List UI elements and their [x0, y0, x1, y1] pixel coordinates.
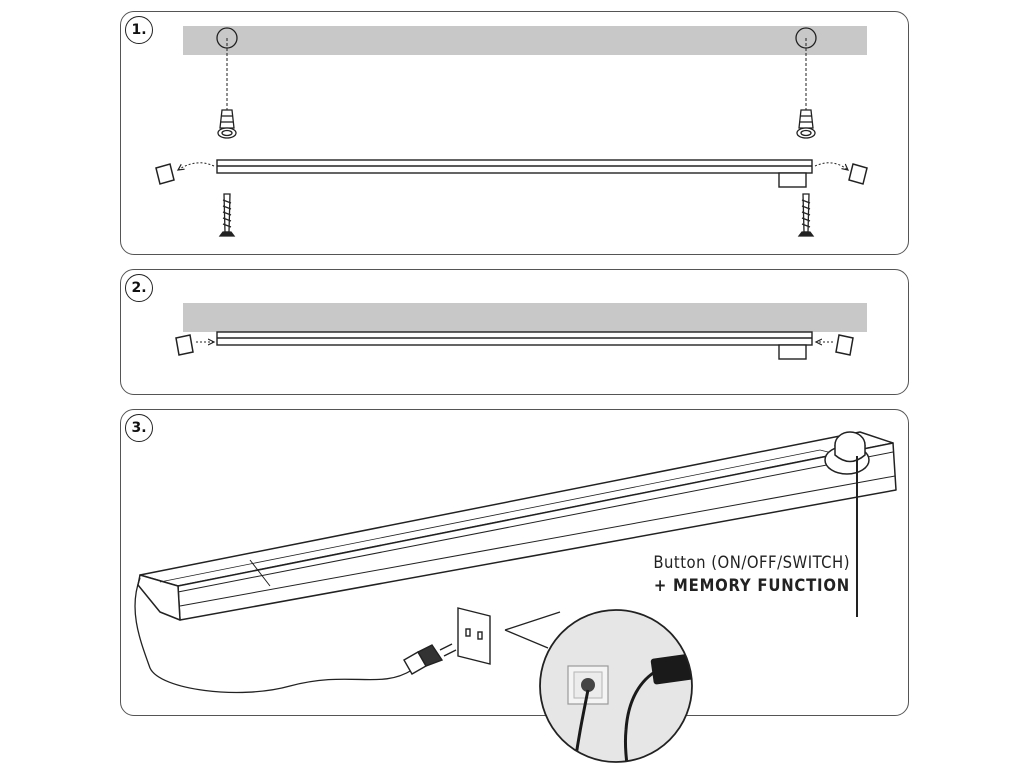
wall-plug-icon — [217, 109, 237, 139]
ceiling-surface — [183, 26, 867, 55]
power-cable — [134, 577, 413, 694]
zoom-detail — [539, 609, 693, 763]
light-bar — [216, 159, 813, 188]
end-cap-icon — [814, 162, 868, 185]
screw-icon — [797, 193, 815, 237]
end-cap-icon — [816, 334, 854, 356]
drill-hole-icon — [795, 27, 817, 110]
wall-socket-icon — [457, 607, 491, 665]
ceiling-surface — [183, 303, 867, 332]
end-cap-icon — [175, 334, 214, 356]
screw-icon — [218, 193, 236, 237]
callout-line-2: + MEMORY FUNCTION — [653, 576, 850, 595]
button-callout: Button (ON/OFF/SWITCH) + MEMORY FUNCTION — [602, 551, 850, 597]
wall-plug-icon — [796, 109, 816, 139]
zoom-pointer — [504, 611, 561, 649]
drill-hole-icon — [216, 27, 238, 110]
light-bar-perspective — [137, 431, 897, 621]
callout-line-1: Button (ON/OFF/SWITCH) — [653, 553, 850, 572]
end-cap-icon — [155, 162, 215, 185]
step-1-number: 1. — [125, 16, 153, 44]
step-2-number: 2. — [125, 274, 153, 302]
step-3-number: 3. — [125, 414, 153, 442]
power-plug-icon — [403, 643, 457, 675]
light-bar-mounted — [216, 331, 813, 360]
